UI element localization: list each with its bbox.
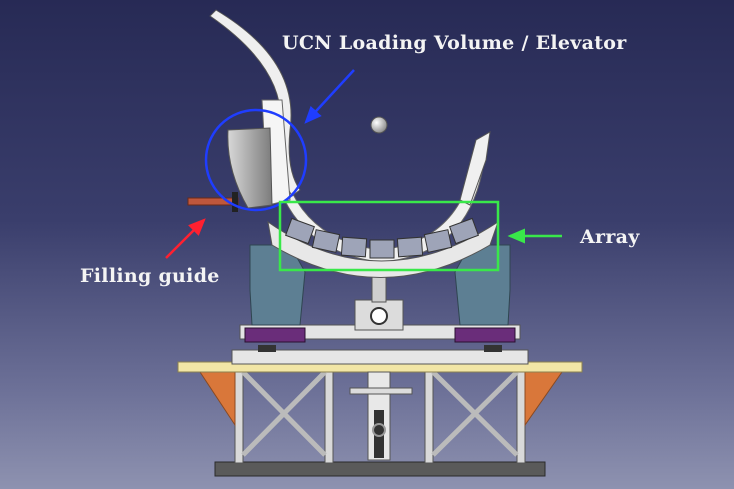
- base-plate: [214, 461, 546, 477]
- central-pedestal: [354, 271, 404, 331]
- right-support-block: [454, 244, 511, 326]
- central-column: [349, 371, 413, 461]
- left-bracket: [199, 371, 236, 427]
- ucn-highlight-circle: [204, 108, 308, 212]
- ucn-volume-label: UCN Loading Volume / Elevator: [282, 32, 627, 54]
- filling-guide-label: Filling guide: [80, 265, 220, 287]
- right-bracket: [524, 371, 563, 427]
- detector-array: [285, 217, 479, 259]
- left-mount: [244, 327, 306, 343]
- table-frame-top: [231, 349, 529, 365]
- left-sensor: [258, 345, 276, 352]
- right-mount: [454, 327, 516, 343]
- guide-flange: [232, 192, 238, 212]
- filling-guide-arrow: [165, 218, 206, 259]
- right-sensor: [484, 345, 502, 352]
- array-highlight-box: [278, 200, 500, 272]
- loading-funnel: [227, 127, 273, 209]
- ball: [370, 116, 388, 134]
- ucn-arrow: [304, 69, 355, 124]
- right-arm: [459, 131, 491, 206]
- array-label: Array: [580, 226, 640, 248]
- support-frame: [234, 364, 526, 464]
